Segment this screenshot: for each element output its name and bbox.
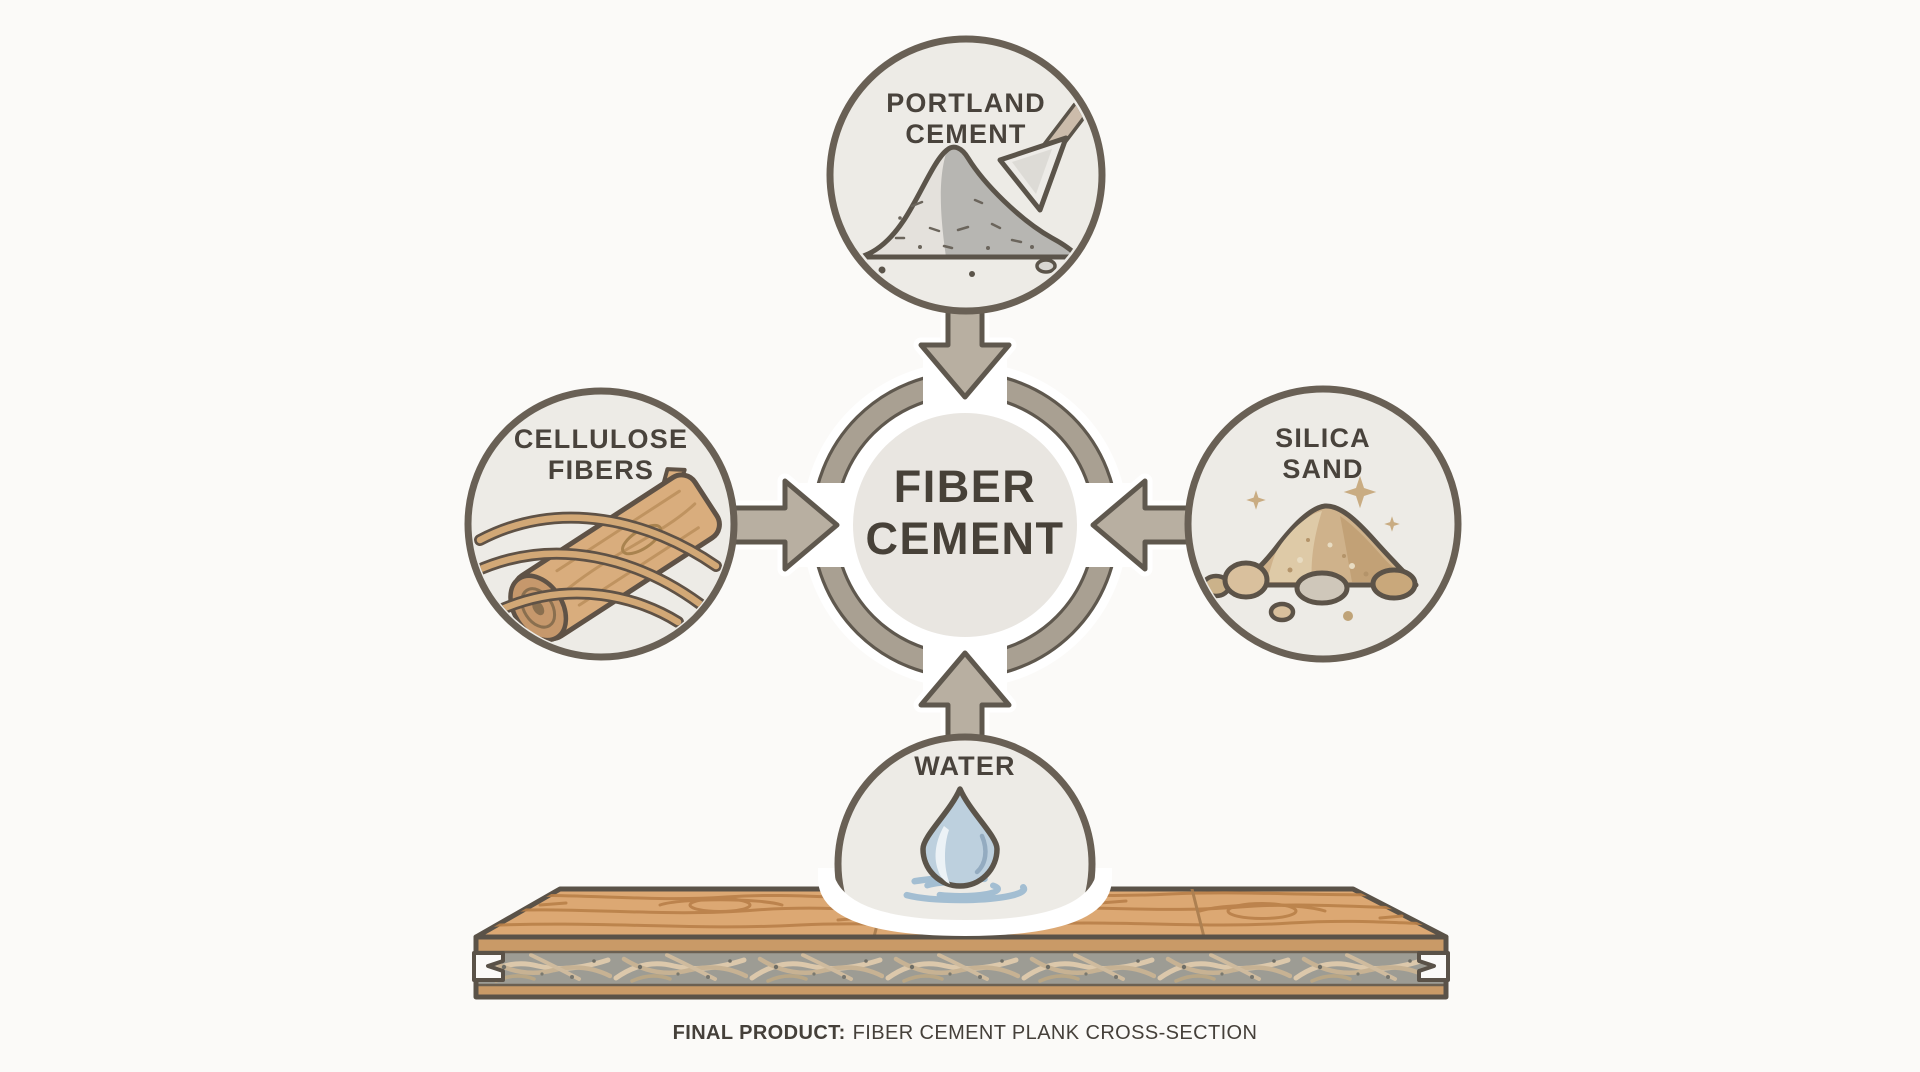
node-cellulose-fibers (464, 387, 738, 661)
sand-rocks (1200, 560, 1418, 623)
node-portland-cement (826, 35, 1106, 315)
label-line: SILICA (1275, 423, 1371, 453)
water-drop-icon (920, 786, 1000, 889)
sand-mound (1229, 503, 1419, 588)
final-product-caption: FINAL PRODUCT: FIBER CEMENT PLANK CROSS-S… (460, 1022, 1470, 1045)
cement-speckles (894, 198, 1023, 250)
caption-prefix: FINAL PRODUCT: (672, 1022, 846, 1044)
plank-wood-band-top (476, 937, 1446, 952)
label-cellulose-fibers: CELLULOSE FIBERS (441, 424, 761, 486)
label-line: FIBERS (547, 455, 655, 485)
label-line: FIBER (893, 461, 1037, 512)
cement-pile (857, 144, 1081, 260)
label-line: WATER (914, 751, 1016, 781)
label-line: CELLULOSE (513, 424, 689, 454)
cement-pile-trowel-icon (836, 100, 1096, 279)
wood-log-fibers-icon (473, 467, 722, 643)
fiber-strands (473, 511, 722, 628)
plank-groove-right (1417, 951, 1450, 982)
label-portland-cement: PORTLAND CEMENT (806, 88, 1126, 150)
water-drop-ripples-icon (892, 786, 1028, 904)
label-silica-sand: SILICA SAND (1163, 423, 1483, 485)
label-line: SAND (1282, 454, 1364, 484)
caption-text: FIBER CEMENT PLANK CROSS-SECTION (852, 1022, 1258, 1044)
hub-inner-circle (853, 413, 1077, 637)
trowel-icon (997, 100, 1090, 213)
label-line: CEMENT (905, 119, 1027, 149)
label-water: WATER (805, 751, 1125, 782)
node-water (834, 733, 1096, 920)
plank-groove-left (472, 951, 505, 982)
node-silica-sand (1184, 385, 1462, 663)
sand-pile-sparkles-icon (1200, 475, 1419, 623)
plank-fiber-texture (476, 952, 1446, 985)
plank-layer-lines (476, 950, 1446, 987)
plank-wood-band-bottom (476, 985, 1446, 997)
label-line: CEMENT (865, 513, 1065, 564)
label-fiber-cement-center: FIBER CEMENT (765, 461, 1165, 565)
label-line: PORTLAND (886, 88, 1046, 118)
